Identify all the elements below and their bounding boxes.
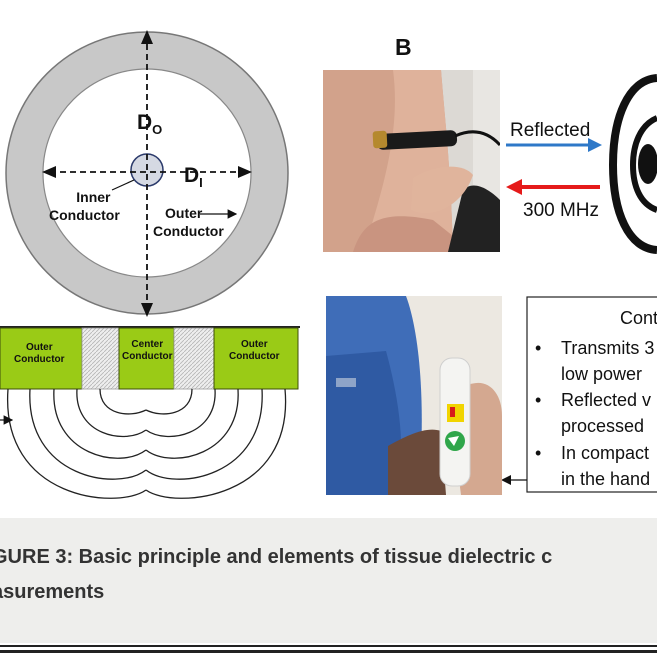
info-bullet-1: •Transmits 3 low power: [535, 338, 655, 384]
cs-gap-left: [81, 327, 120, 390]
d-inner-label: DI: [184, 164, 203, 191]
reflected-label: Reflected: [510, 120, 591, 141]
bottom-rule-bottom: [0, 650, 657, 653]
inner-conductor-label: Inner Conductor: [49, 189, 120, 223]
caption-line-2: asurements: [0, 581, 105, 603]
caption-line-1: GURE 3: Basic principle and elements of …: [0, 546, 553, 568]
info-bullet-3: •In compact in the hand: [535, 443, 651, 489]
panel-b-letter: B: [395, 34, 412, 60]
frequency-label: 300 MHz: [523, 200, 600, 221]
handheld-device-photo: [326, 296, 502, 495]
cs-gap-right: [173, 327, 215, 390]
device-icon: [608, 74, 657, 254]
cs-outer-right: [213, 327, 299, 390]
bottom-rule-top: [0, 645, 657, 647]
figure-graphics: [0, 30, 657, 499]
caption-area: GURE 3: Basic principle and elements of …: [0, 518, 657, 643]
outer-conductor-label: Outer Conductor: [153, 205, 224, 239]
figure-3: B Reflected 300 MHz DO DI Inner Conducto…: [0, 30, 657, 499]
d-outer-label: DO: [137, 111, 163, 138]
field-lines: [7, 388, 287, 499]
info-box-title: Cont: [620, 308, 657, 328]
info-bullet-2: •Reflected v processed: [535, 390, 652, 436]
info-box-frame: [526, 296, 657, 493]
probe-on-arm-photo: [323, 70, 500, 252]
